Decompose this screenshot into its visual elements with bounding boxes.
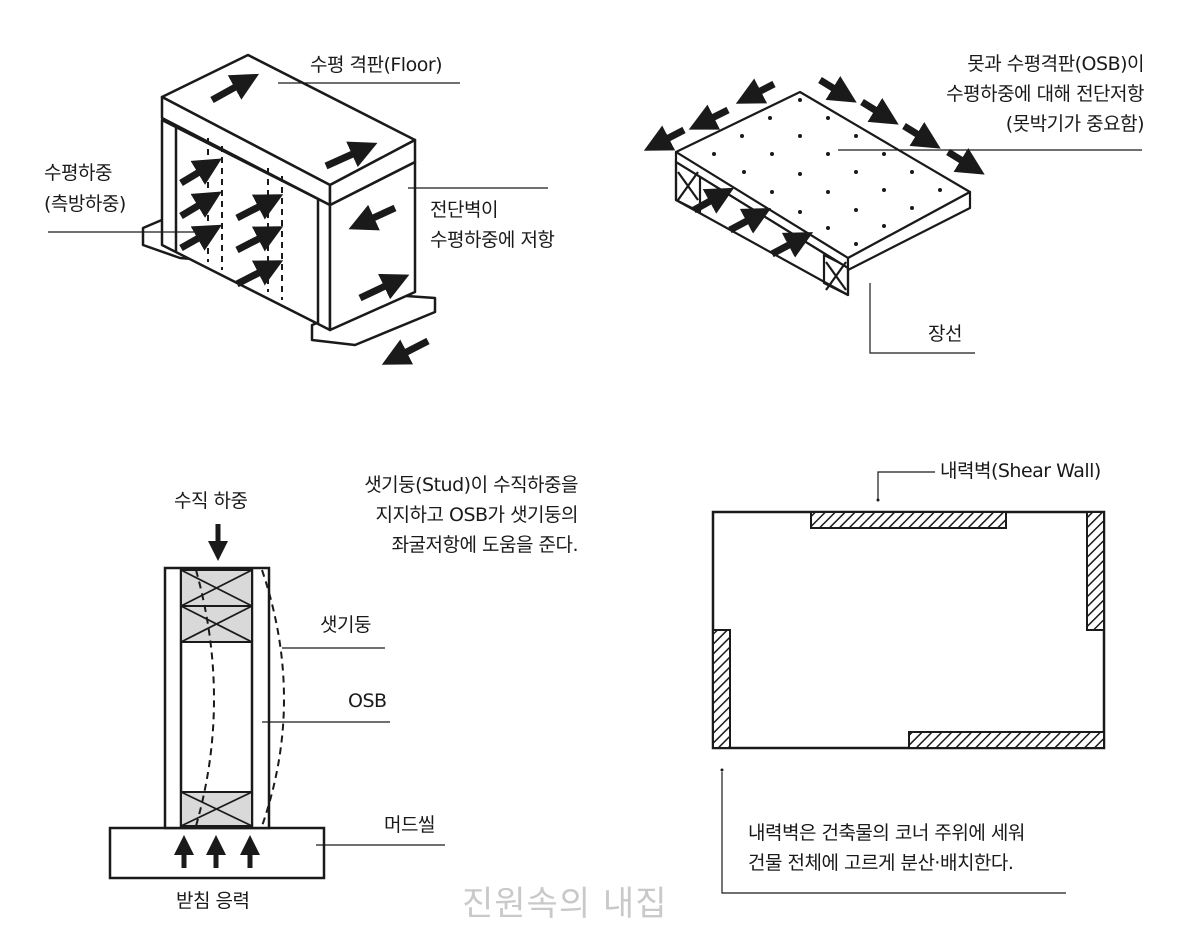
stud-label: 샛기둥 xyxy=(320,614,371,636)
mudsill-label: 머드씰 xyxy=(384,814,435,836)
panel3-leader-lines xyxy=(262,647,445,846)
shear-wall-left xyxy=(712,629,731,749)
stud-note-line2: 지지하고 OSB가 샛기둥의 xyxy=(375,504,579,526)
leader-dot xyxy=(876,498,880,502)
osb-front-edge xyxy=(846,190,972,272)
deck-load-arrows xyxy=(643,76,985,258)
lateral-load-label-line2: (측방하중) xyxy=(44,193,126,215)
stud-note-line1: 샛기둥(Stud)이 수직하중을 xyxy=(364,474,578,496)
watermark-text: 진원속의 내집 xyxy=(462,884,668,924)
vertical-load-label: 수직 하중 xyxy=(174,490,248,512)
nail-dots xyxy=(712,98,942,246)
panel1-leader-lines xyxy=(48,82,548,233)
floor-plan-illustration xyxy=(711,510,1106,750)
shear-wall-note-line2: 수평하중에 저항 xyxy=(430,229,555,251)
panel2-leader-lines xyxy=(838,149,1142,354)
stud-section-illustration xyxy=(108,566,326,880)
joist-label: 장선 xyxy=(928,323,962,345)
plan-outline xyxy=(711,510,1106,750)
stud-note-line3: 좌굴저항에 도움을 준다. xyxy=(391,534,579,556)
osb-note-line1: 못과 수평격판(OSB)이 xyxy=(967,53,1144,75)
shear-wall-top xyxy=(810,511,1007,529)
stud-load-arrows xyxy=(174,524,260,868)
shear-wall-note-line1: 전단벽이 xyxy=(430,199,498,221)
osb-note-line3: (못박기가 중요함) xyxy=(1005,113,1145,135)
osb-note-line2: 수평하중에 대해 전단저항 xyxy=(946,83,1144,105)
shear-wall-bottom xyxy=(908,731,1105,749)
shear-wall-plan-label: 내력벽(Shear Wall) xyxy=(940,460,1101,482)
floor-slab-front-edge xyxy=(328,138,417,207)
shear-wall-right xyxy=(1086,511,1105,631)
floor-wall-box-illustration xyxy=(141,53,437,347)
panel4-leader-lines xyxy=(721,471,1066,894)
plan-note-line1: 내력벽은 건축물의 코너 주위에 세워 xyxy=(748,822,1025,844)
bearing-stress-label: 받침 응력 xyxy=(176,890,250,912)
plan-note-line2: 건물 전체에 고르게 분산·배치한다. xyxy=(748,852,1014,874)
lateral-load-arrows xyxy=(179,73,430,365)
floor-diaphragm-label: 수평 격판(Floor) xyxy=(310,54,443,76)
osb-label: OSB xyxy=(348,690,387,712)
leader-dot xyxy=(720,768,724,772)
lateral-load-label-line1: 수평하중 xyxy=(44,162,112,184)
